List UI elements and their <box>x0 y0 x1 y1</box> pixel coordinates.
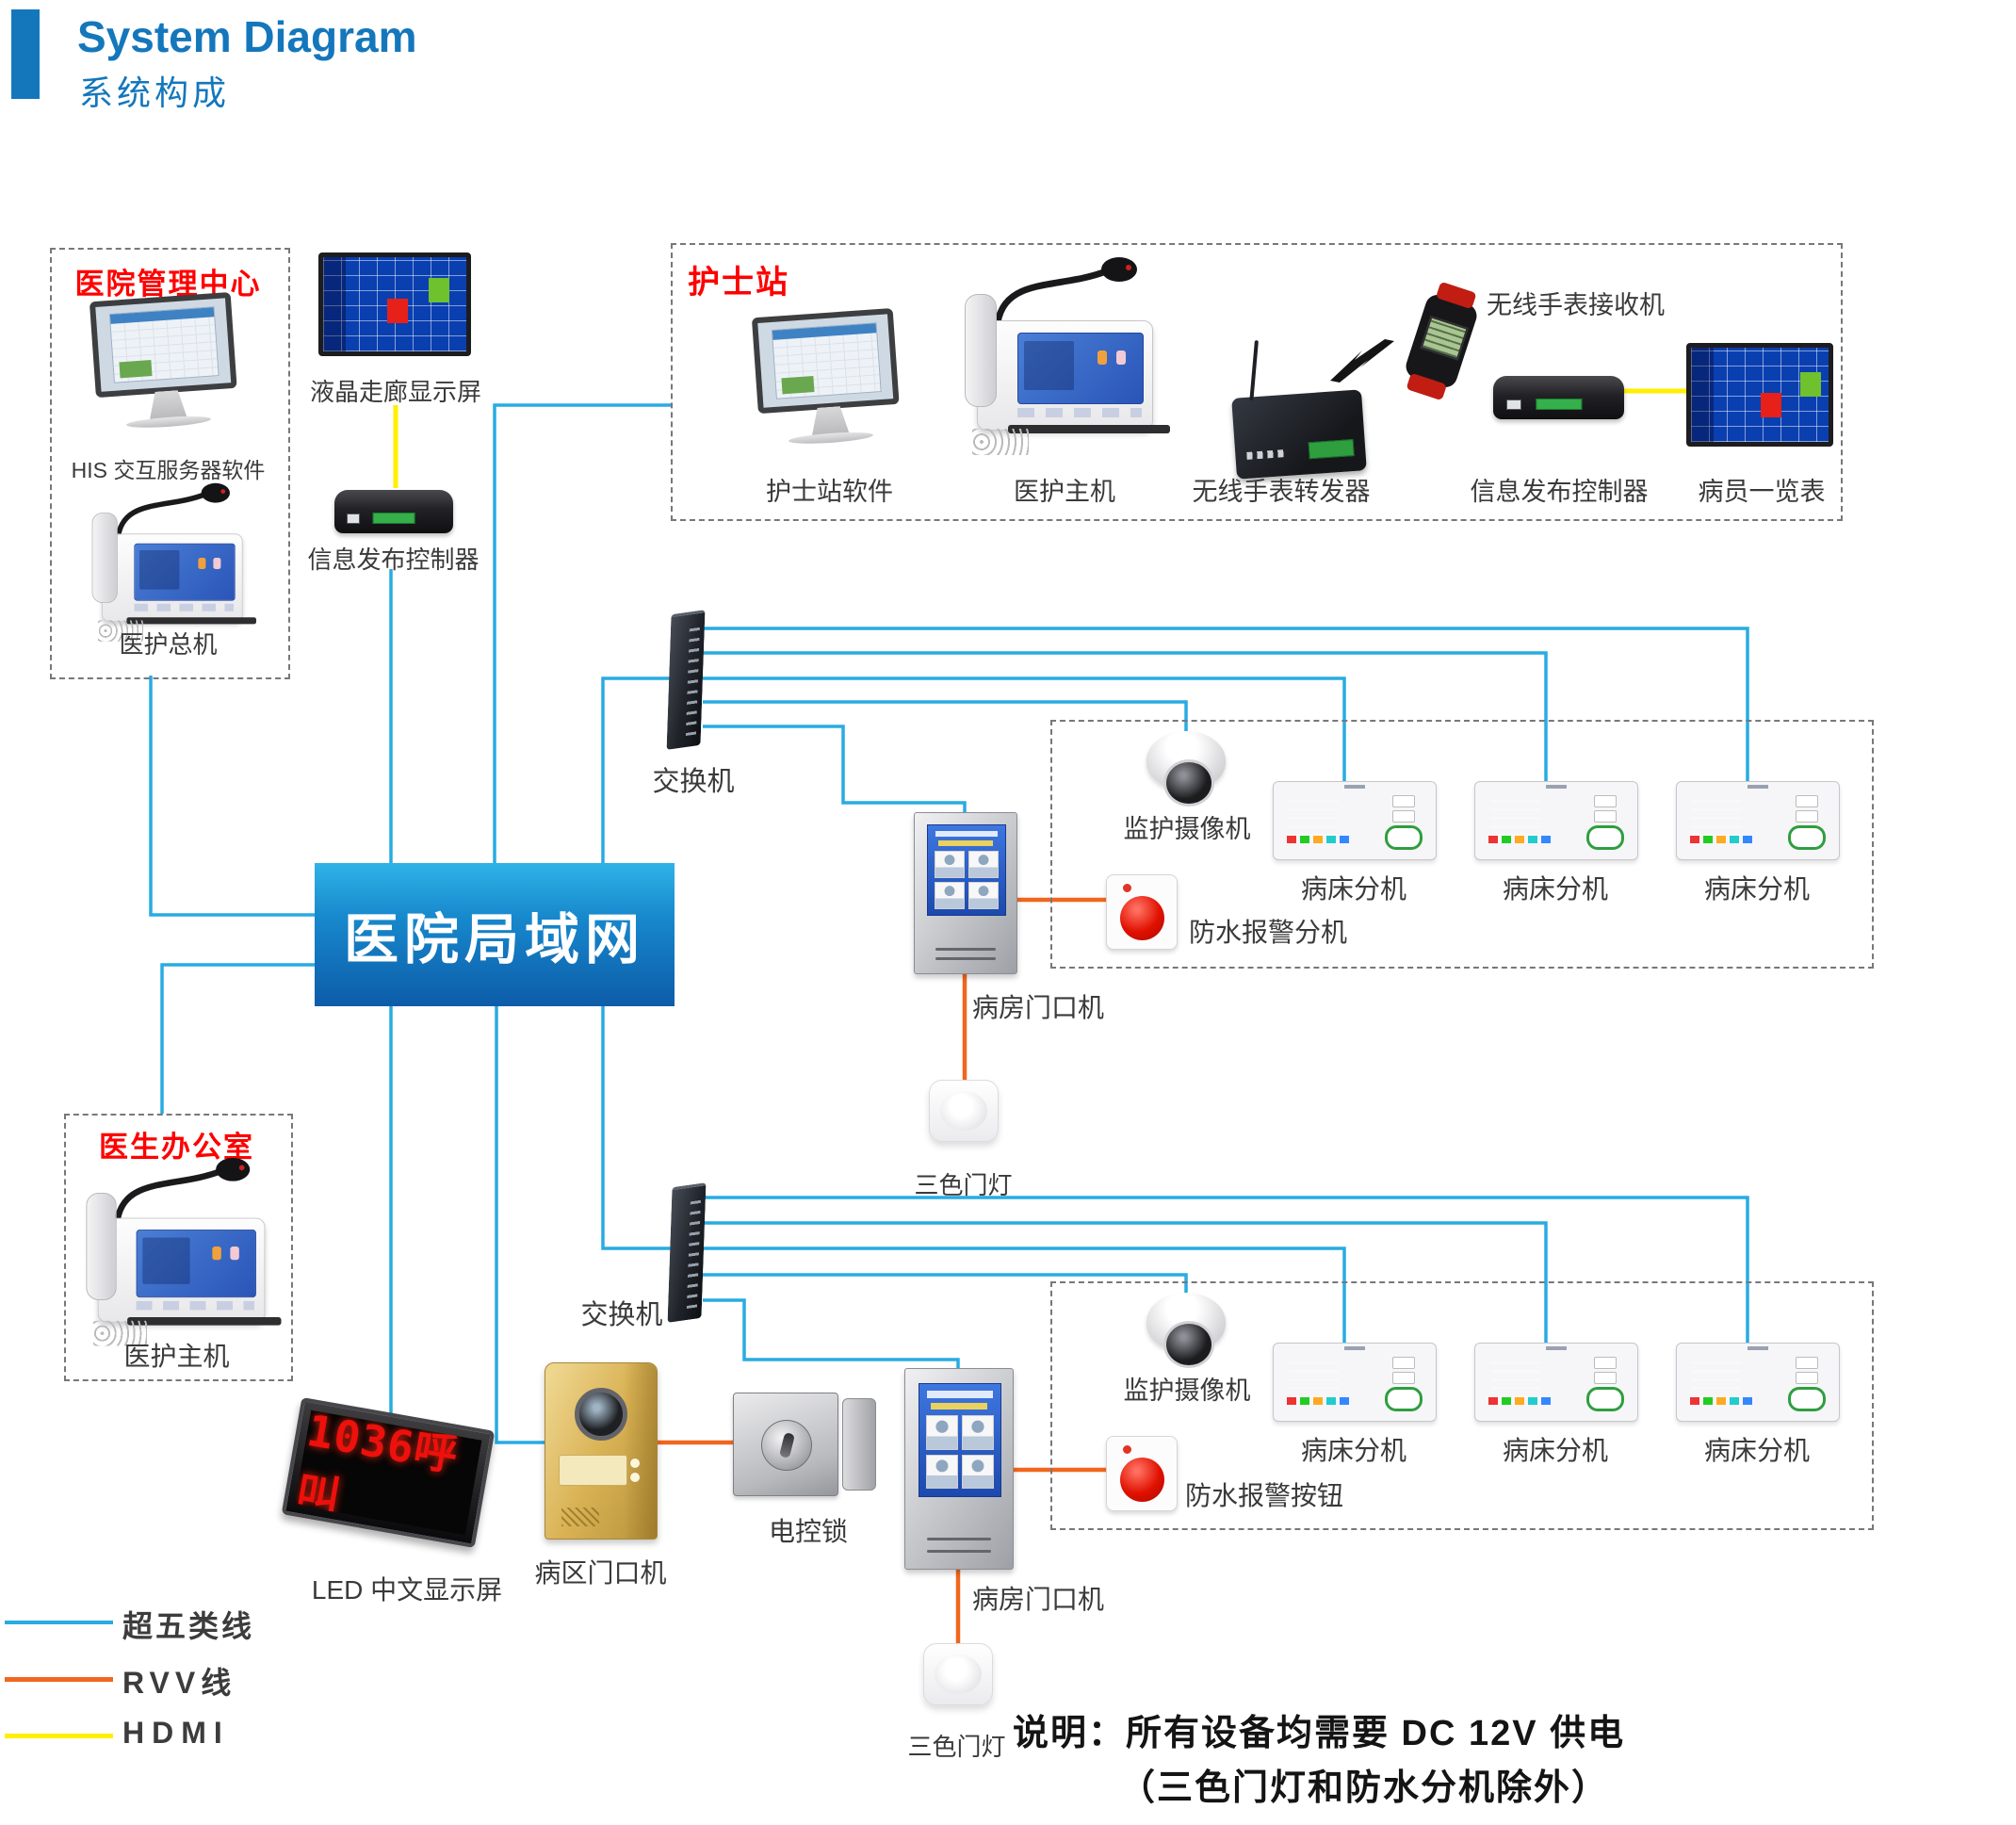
nurse-host-label: 医护主机 <box>1014 478 1115 506</box>
master-host-phone-icon <box>83 482 256 642</box>
ward2-alarm-icon <box>1106 1436 1178 1511</box>
led-display-label: LED 中文显示屏 <box>311 1575 503 1605</box>
hospital-lan-label: 医院局域网 <box>343 909 645 970</box>
ward2-bed-extension-2 <box>1474 1343 1638 1422</box>
ward2-camera-label: 监护摄像机 <box>1123 1377 1251 1405</box>
ward1-bed3-label: 病床分机 <box>1703 874 1810 904</box>
his-server-computer-icon <box>89 291 240 445</box>
legend-label-rvv: RVV线 <box>122 1666 237 1700</box>
watch-receiver-label: 无线手表接收机 <box>1487 291 1665 319</box>
watch-transponder-icon <box>1231 340 1367 480</box>
switch2-label: 交换机 <box>580 1300 663 1330</box>
ward1-bed-extension-1 <box>1273 781 1437 860</box>
legend-line-hdmi <box>5 1734 113 1738</box>
group-management-center <box>50 248 290 679</box>
ward2-bed-extension-3 <box>1676 1343 1840 1422</box>
wire-lan-to-doctor-office <box>160 963 315 1114</box>
area-door-station-label: 病区门口机 <box>534 1558 667 1588</box>
wire-switch2-doorpanel2 <box>703 1298 960 1368</box>
ward2-bed1-label: 病床分机 <box>1300 1436 1406 1465</box>
wire-lan-to-switch2 <box>601 1006 672 1250</box>
ward1-door-panel-icon <box>914 812 1017 974</box>
nurse-software-computer-icon <box>751 307 902 461</box>
master-host-label: 医护总机 <box>119 630 218 659</box>
his-server-label: HIS 交互服务器软件 <box>71 458 266 482</box>
ward1-bed-extension-2 <box>1474 781 1638 860</box>
header-accent-bar <box>11 9 40 99</box>
led-display-icon: 1036呼叫 <box>281 1396 496 1549</box>
note-line1: 说明：所有设备均需要 DC 12V 供电 <box>1013 1714 1626 1753</box>
legend-line-rvv <box>5 1677 113 1682</box>
ward1-alarm-label: 防水报警分机 <box>1189 918 1348 947</box>
watch-transponder-label: 无线手表转发器 <box>1192 478 1371 506</box>
ward1-camera-label: 监护摄像机 <box>1123 815 1251 843</box>
ward1-alarm-icon <box>1106 874 1178 950</box>
group-doctor-office-title: 医生办公室 <box>99 1131 254 1164</box>
nurse-software-label: 护士站软件 <box>766 478 893 506</box>
group-ward1 <box>1050 720 1874 969</box>
doctor-host-label: 医护主机 <box>123 1342 230 1371</box>
ward1-door-panel-label: 病房门口机 <box>971 993 1104 1022</box>
ward2-door-light-icon <box>923 1643 993 1705</box>
ward1-bed2-label: 病床分机 <box>1502 874 1608 904</box>
note-line2: （三色门灯和防水分机除外） <box>1119 1768 1610 1808</box>
page-title-zh: 系统构成 <box>79 73 231 112</box>
legend-line-cat5e <box>5 1621 113 1624</box>
ward1-door-light-label: 三色门灯 <box>914 1171 1013 1199</box>
ward1-door-light-icon <box>929 1080 999 1142</box>
group-ward2 <box>1050 1281 1874 1530</box>
ward2-alarm-label: 防水报警按钮 <box>1185 1481 1344 1510</box>
led-display-text: 1036呼叫 <box>294 1409 463 1524</box>
switch1-icon <box>666 610 706 750</box>
switch1-label: 交换机 <box>652 767 735 797</box>
group-doctor-office <box>64 1114 293 1381</box>
area-door-station-icon <box>545 1362 658 1540</box>
ward2-camera-icon <box>1146 1293 1226 1368</box>
hospital-lan-box: 医院局域网 <box>315 863 675 1006</box>
info-controller-nurse-label: 信息发布控制器 <box>1470 478 1649 506</box>
electric-lock-label: 电控锁 <box>768 1517 848 1546</box>
patient-list-label: 病员一览表 <box>1698 478 1826 506</box>
ward2-door-light-label: 三色门灯 <box>907 1733 1006 1761</box>
corridor-display-icon <box>318 253 471 356</box>
ward1-bed1-label: 病床分机 <box>1300 874 1406 904</box>
page-title-en: System Diagram <box>77 12 417 61</box>
info-controller-nurse-icon <box>1493 376 1624 419</box>
legend-label-cat5e: 超五类线 <box>122 1609 255 1643</box>
info-controller-left-icon <box>334 490 453 533</box>
ward1-bed-extension-3 <box>1676 781 1840 860</box>
group-nurse-station <box>671 243 1843 521</box>
corridor-display-label: 液晶走廊显示屏 <box>309 378 481 406</box>
wire-lan-to-area-door <box>495 1006 545 1444</box>
lightning-icon <box>1330 339 1394 383</box>
group-nurse-station-title: 护士站 <box>688 265 789 301</box>
ward2-door-panel-icon <box>904 1368 1014 1570</box>
patient-list-screen-icon <box>1686 343 1833 447</box>
ward2-bed2-label: 病床分机 <box>1502 1436 1608 1465</box>
doctor-host-phone-icon <box>75 1157 282 1346</box>
ward2-bed3-label: 病床分机 <box>1703 1436 1810 1465</box>
ward2-door-panel-label: 病房门口机 <box>971 1585 1104 1614</box>
electric-lock-icon <box>733 1393 884 1496</box>
info-controller-left-label: 信息发布控制器 <box>307 546 480 574</box>
wire-master-host-to-lan <box>149 676 315 917</box>
ward2-bed-extension-1 <box>1273 1343 1437 1422</box>
legend-label-hdmi: HDMI <box>122 1716 230 1750</box>
nurse-host-phone-icon <box>953 256 1170 455</box>
ward1-camera-icon <box>1146 731 1226 807</box>
